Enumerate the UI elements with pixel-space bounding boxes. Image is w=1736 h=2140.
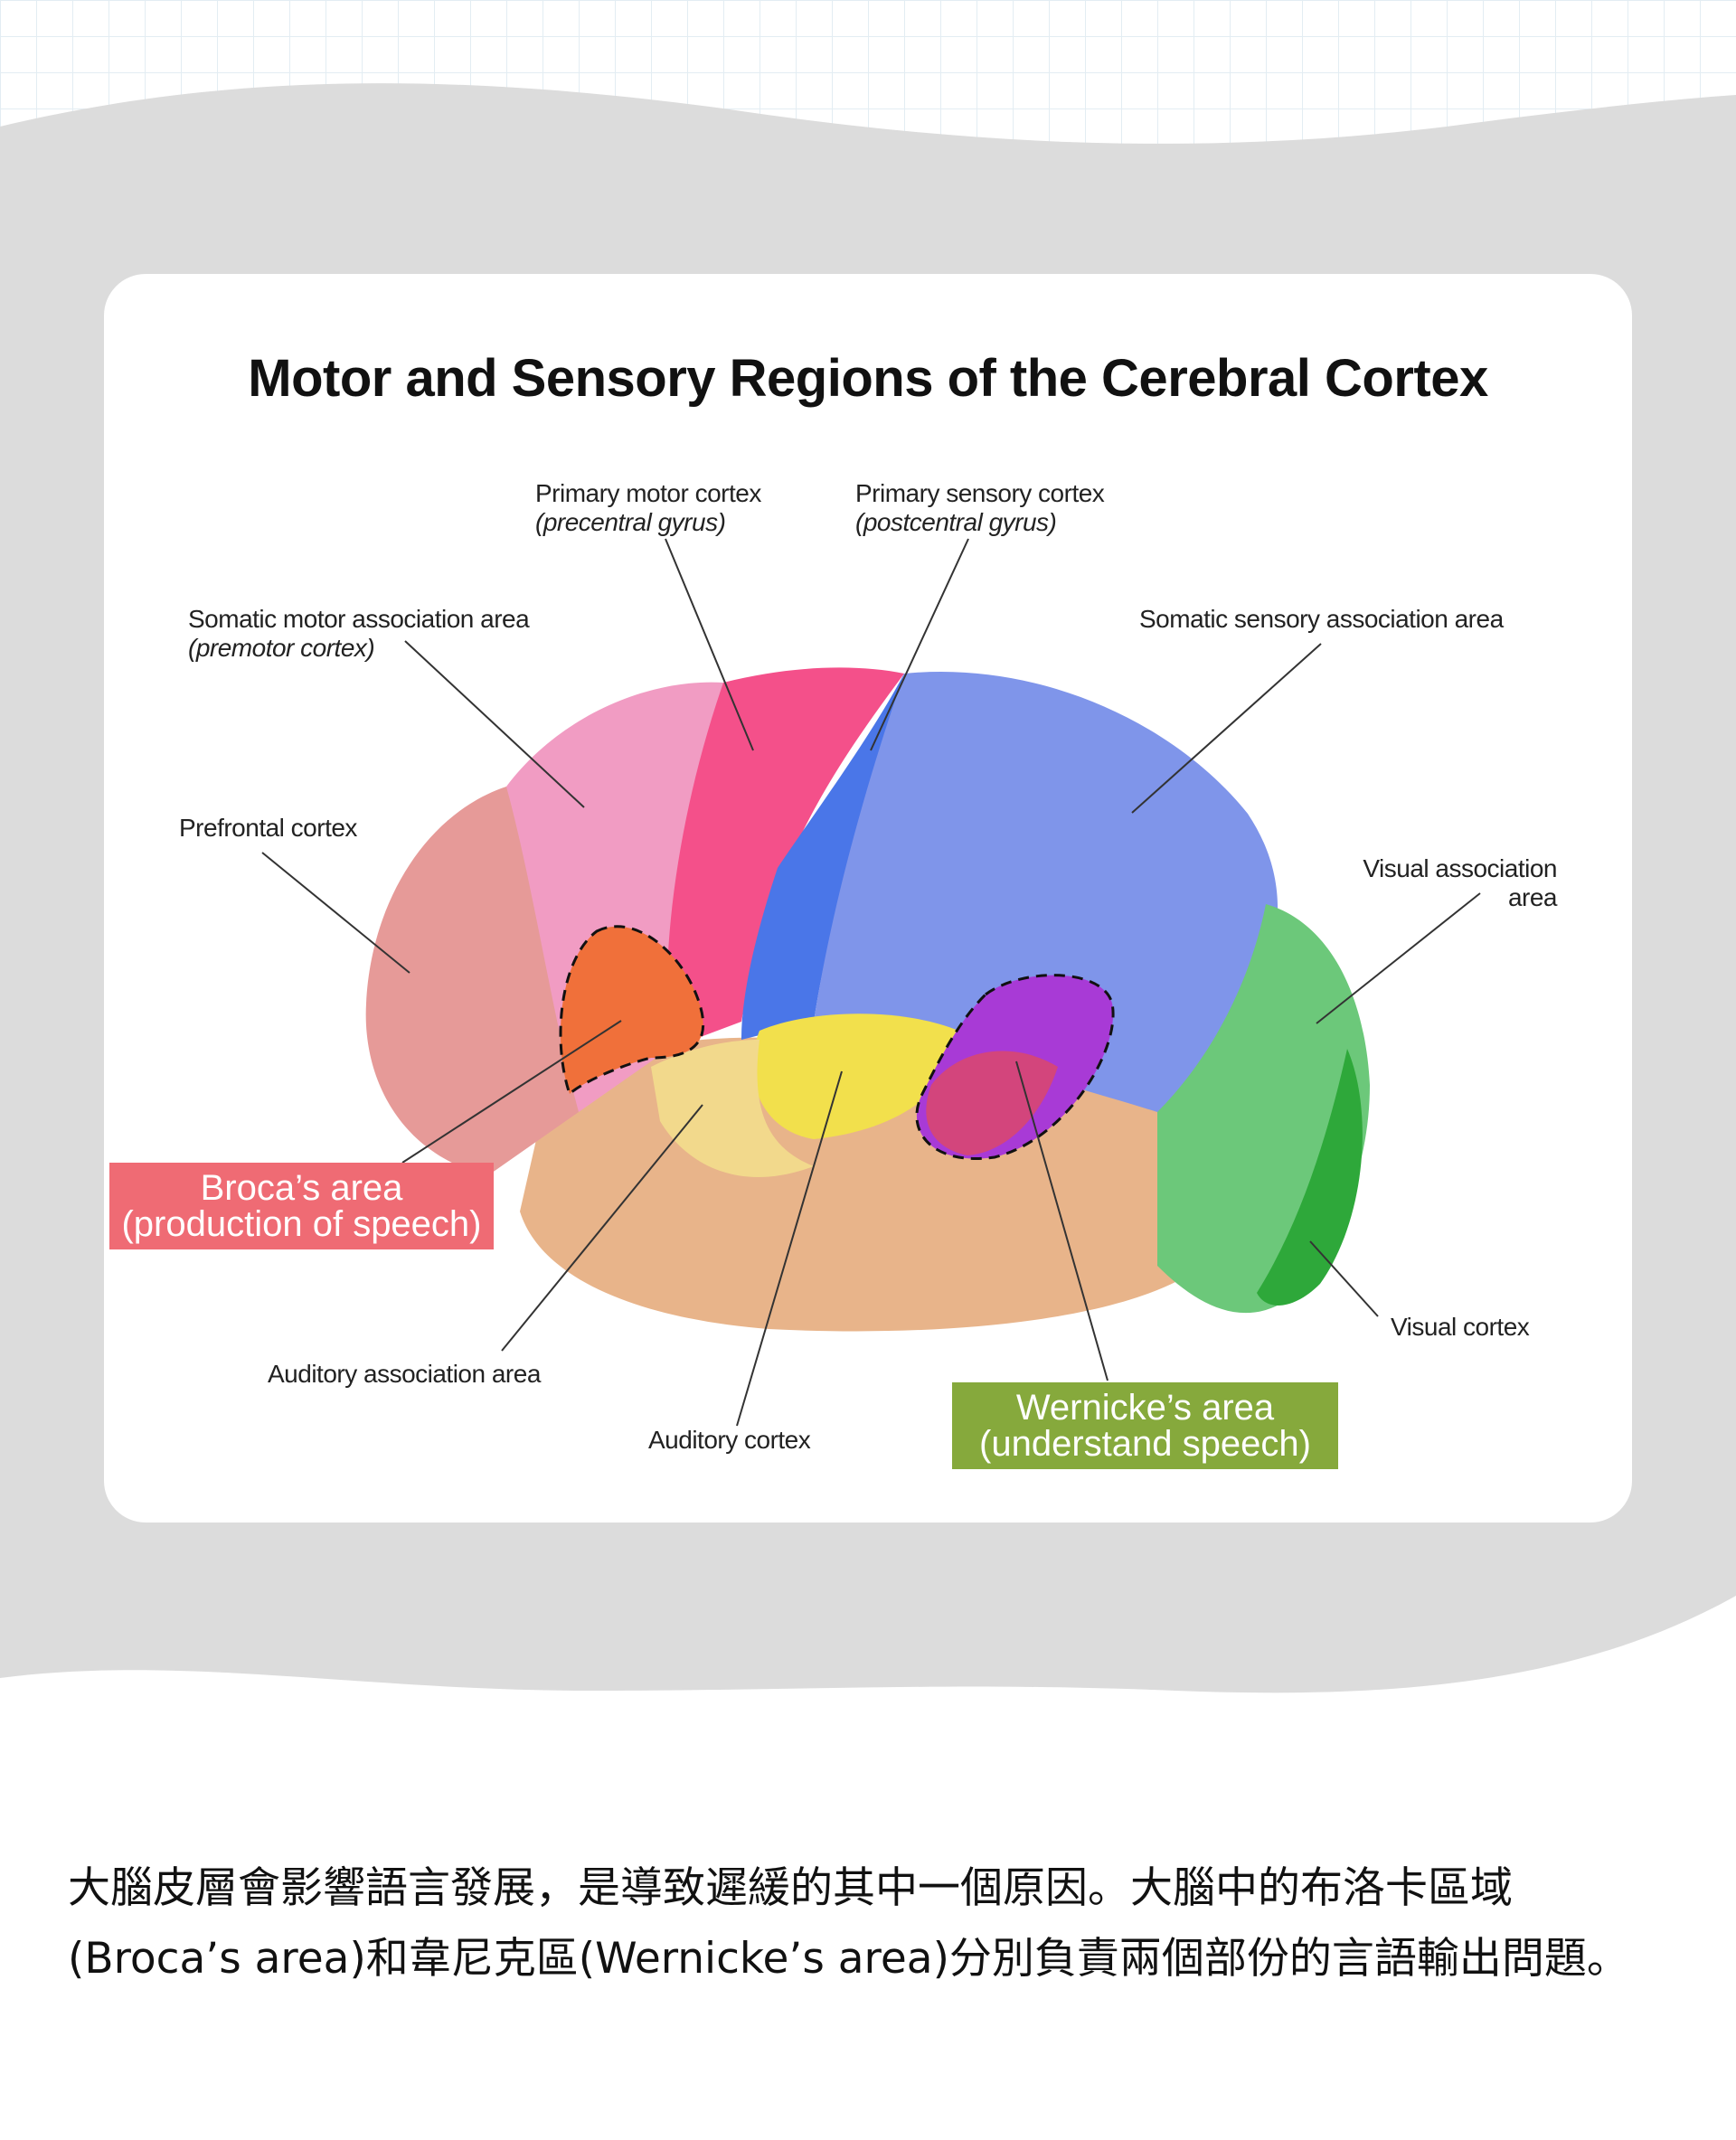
leader-lines [261,538,1481,1427]
label-primary-motor-cortex: Primary motor cortex(precentral gyrus) [535,479,761,536]
label-somatic-motor-association: Somatic motor association area(premotor … [188,605,530,662]
label-prefrontal-cortex: Prefrontal cortex [179,814,357,842]
label-somatic-sensory-association: Somatic sensory association area [1139,605,1504,633]
broca-area-label: Broca’s area(production of speech) [109,1163,494,1249]
label-visual-cortex: Visual cortex [1391,1313,1530,1341]
premotor-region [506,682,723,1112]
auditory-association-region [651,1040,814,1177]
auditory-cortex-region [752,1013,958,1139]
wernicke-area-label: Wernicke’s area(understand speech) [952,1382,1338,1469]
diagram-title: Motor and Sensory Regions of the Cerebra… [248,349,1488,408]
somatic-sensory-region [814,671,1278,1112]
label-auditory-cortex: Auditory cortex [648,1426,811,1454]
label-auditory-association: Auditory association area [268,1360,541,1388]
description-paragraph: 大腦皮層會影響語言發展，是導致遲緩的其中一個原因。大腦中的布洛卡區域 (Broc… [68,1853,1695,1994]
brain-illustration [261,538,1481,1427]
prefrontal-region [365,787,579,1175]
paragraph-line-1: 大腦皮層會影響語言發展，是導致遲緩的其中一個原因。大腦中的布洛卡區域 [68,1863,1513,1913]
label-primary-sensory-cortex: Primary sensory cortex(postcentral gyrus… [855,479,1105,536]
visual-cortex-region [1257,1049,1363,1306]
paragraph-line-2: (Broca’s area)和韋尼克區(Wernicke’s area)分別負責… [68,1934,1629,1984]
broca-region [559,925,705,1097]
